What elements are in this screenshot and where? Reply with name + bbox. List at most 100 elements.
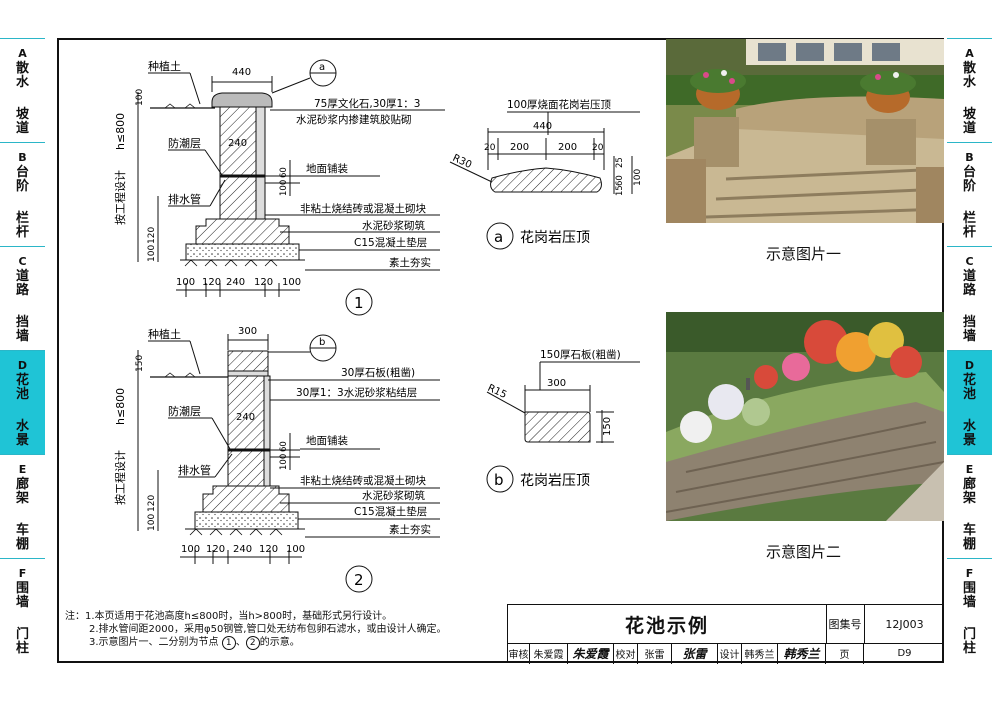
d1-planting-soil: 种植土	[148, 59, 181, 73]
cap-b-detail: 150厚石板(粗凿) 300 R15 150 b 花岗岩压顶	[486, 348, 640, 493]
drawing-title: 花池示例	[508, 605, 827, 643]
cap-a-h3: 15	[615, 185, 625, 196]
tab-char: 棚	[15, 537, 29, 552]
tab-char: 墙	[962, 595, 976, 610]
tab-char: 棚	[962, 537, 976, 552]
atlas-label: 图集号	[826, 605, 865, 643]
design-name: 韩秀兰	[742, 643, 778, 664]
tab-char: 墙	[15, 595, 29, 610]
tab-char: 廊	[15, 477, 29, 492]
tab-char: 散	[15, 61, 29, 76]
cap-b-caption: 花岗岩压顶	[520, 473, 590, 489]
cap-b-w: 300	[547, 378, 566, 389]
tab-char: 阶	[15, 179, 29, 194]
title-block: 花池示例 图集号 12J003 审核 朱爱霞 朱爱霞 校对 张雷 张雷 设计 韩…	[507, 604, 944, 664]
detail2-bottom-dim: 100	[286, 544, 305, 555]
cap-a-detail: 100厚烧面花岗岩压顶 440 20 200 200 20 R30 25 60 …	[449, 98, 643, 250]
cap-a-d4: 20	[592, 143, 604, 153]
tab-char: 路	[15, 283, 29, 298]
design-label: 设计	[718, 643, 742, 664]
d2-cap-note-2: 30厚1：3水泥砂浆粘结层	[296, 386, 417, 399]
cap-b-bubble: b	[494, 471, 504, 489]
d2-cap-note-1: 30厚石板(粗凿)	[341, 366, 415, 379]
tab-char: 门	[962, 627, 976, 642]
tab-letter: D	[17, 359, 28, 372]
tab-char: 路	[962, 283, 976, 298]
page-number: D9	[897, 648, 912, 659]
d1-cap-note-2: 水泥砂浆内掺建筑胶贴砌	[296, 113, 412, 126]
d1-moisture: 防潮层	[168, 136, 201, 150]
photo-2-caption: 示意图片二	[766, 543, 842, 561]
tab-char: 车	[15, 523, 29, 538]
d1-dim-100c: 100	[279, 180, 289, 196]
tab-char: 景	[15, 433, 29, 448]
detail2-bottom-dim: 100	[181, 544, 200, 555]
tab-letter: A	[18, 47, 27, 60]
detail1-bottom-dim: 120	[254, 277, 273, 288]
tab-char: 台	[962, 165, 976, 180]
tab-char: 道	[15, 269, 29, 284]
detail2-bottom-dim: 240	[233, 544, 252, 555]
d2-dim-120: 120	[147, 495, 157, 512]
tab-letter: A	[965, 47, 974, 60]
cap-a-d1: 20	[484, 143, 496, 153]
d1-bubble: a	[319, 62, 325, 73]
note-2: 2.排水管间距2000，采用φ50钢管,管口处无纺布包卵石滤水，或由设计人确定。	[89, 624, 447, 635]
d1-design-label: 按工程设计	[113, 170, 127, 225]
detail2-bottom-dim: 120	[259, 544, 278, 555]
tab-char: 杆	[962, 225, 976, 240]
d1-dim-100: 100	[135, 89, 145, 106]
d1-mortar: 水泥砂浆砌筑	[362, 219, 425, 232]
d2-design-label: 按工程设计	[113, 450, 127, 505]
d2-planting-soil: 种植土	[148, 327, 181, 341]
tab-char: 挡	[15, 315, 29, 330]
cap-a-h2: 60	[615, 175, 625, 186]
cap-a-h4: 100	[633, 169, 643, 186]
note-3-n1: 1	[221, 636, 236, 650]
detail1-bottom-dim: 100	[282, 277, 301, 288]
tab-char: 池	[15, 387, 29, 402]
d2-masonry: 非粘土烧结砖或混凝土砌块	[300, 474, 426, 487]
tab-char: 门	[15, 627, 29, 642]
atlas-number: 12J003	[885, 617, 924, 631]
tab-letter: C	[965, 255, 974, 268]
note-3-n2: 2	[245, 636, 260, 650]
d1-wall-240: 240	[228, 138, 247, 149]
tab-char: 围	[15, 581, 29, 596]
detail2-bottom-dim: 120	[206, 544, 225, 555]
d2-wall-240: 240	[236, 412, 255, 423]
d2-soil: 素土夯实	[389, 523, 431, 536]
tab-char: 柱	[15, 641, 29, 656]
cap-a-w: 440	[533, 121, 552, 132]
tab-char: 台	[15, 165, 29, 180]
example-photo-2	[666, 312, 944, 521]
d2-dim-150: 150	[135, 355, 145, 372]
tab-letter: B	[965, 151, 974, 164]
cap-a-caption: 花岗岩压顶	[520, 230, 590, 246]
cap-a-h1: 25	[615, 157, 625, 168]
tab-char: 景	[962, 433, 976, 448]
detail1-bottom-dim: 100	[176, 277, 195, 288]
tab-char: 花	[962, 373, 976, 388]
notes: 注：1.本页适用于花池高度h≤800时，当h>800时，基础形式另行设计。 2.…	[65, 610, 447, 650]
tab-char: 挡	[962, 315, 976, 330]
d2-h-label: h≤800	[114, 388, 127, 425]
d2-ground-paving: 地面铺装	[306, 434, 348, 447]
tab-char: 池	[962, 387, 976, 402]
tab-char: 坡	[15, 107, 29, 122]
